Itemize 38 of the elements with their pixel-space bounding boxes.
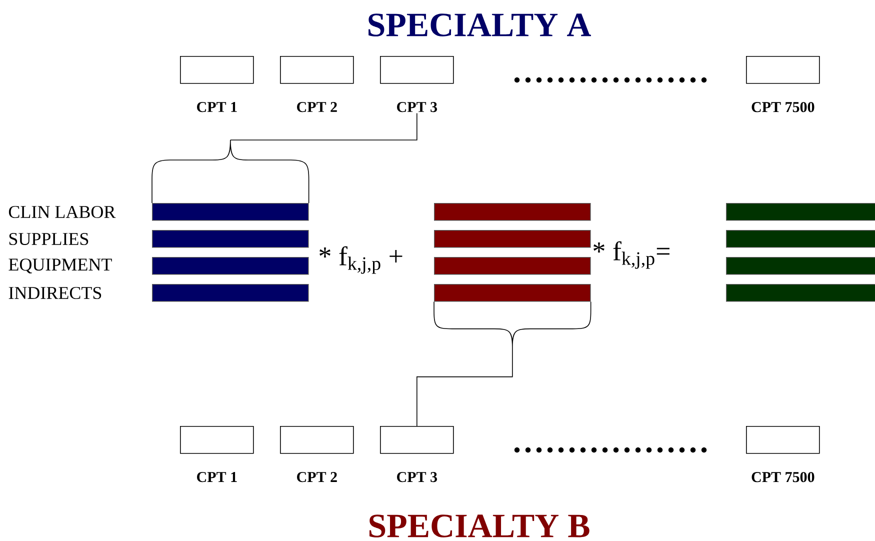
node-label: CPT 2 (297, 472, 337, 482)
node-label: CPT 3 (397, 472, 438, 482)
cost-bar (152, 257, 309, 275)
cost-bar (434, 230, 591, 248)
bracket-connector (416, 301, 592, 426)
cost-bar (726, 230, 875, 248)
cost-bar (434, 203, 591, 221)
code-box: CPT 2 (280, 426, 354, 482)
cost-bar (726, 203, 875, 221)
node-label: CPT 3 (397, 102, 438, 112)
code-box: CPT 3 (380, 426, 454, 482)
node-label: CPT 1 (197, 472, 237, 482)
code-box: CPT 1 (180, 56, 254, 112)
code-box: CPT 7500 (746, 56, 820, 112)
code-box: CPT 2 (280, 56, 354, 112)
node-label: CPT 1 (197, 102, 237, 112)
cost-label: SUPPLIES (9, 232, 88, 246)
cost-bar (434, 257, 591, 275)
code-box: CPT 7500 (746, 426, 820, 482)
node-label: CPT 7500 (752, 102, 814, 112)
formula-term: * f$_{k,j,p}$= (594, 241, 670, 269)
cost-bar (726, 284, 875, 302)
bracket-connector (152, 112, 418, 204)
cost-bar (434, 284, 591, 302)
cost-label: EQUIPMENT (8, 258, 112, 274)
node-label: CPT 2 (297, 102, 337, 112)
code-box: CPT 3 (380, 56, 454, 112)
cost-bar (152, 230, 309, 248)
node-label: CPT 7500 (752, 472, 814, 482)
cost-bar (726, 257, 875, 275)
formula-term: * f$_{k,j,p}$ + (320, 246, 402, 274)
title: SPECIALTY A (368, 14, 591, 36)
cost-label: INDIRECTS (8, 286, 102, 300)
cost-bar (152, 203, 309, 221)
code-box: CPT 1 (180, 426, 254, 482)
subtitle: SPECIALTY B (369, 514, 590, 538)
cost-label: CLIN LABOR (8, 206, 116, 218)
cost-bar (152, 284, 309, 302)
